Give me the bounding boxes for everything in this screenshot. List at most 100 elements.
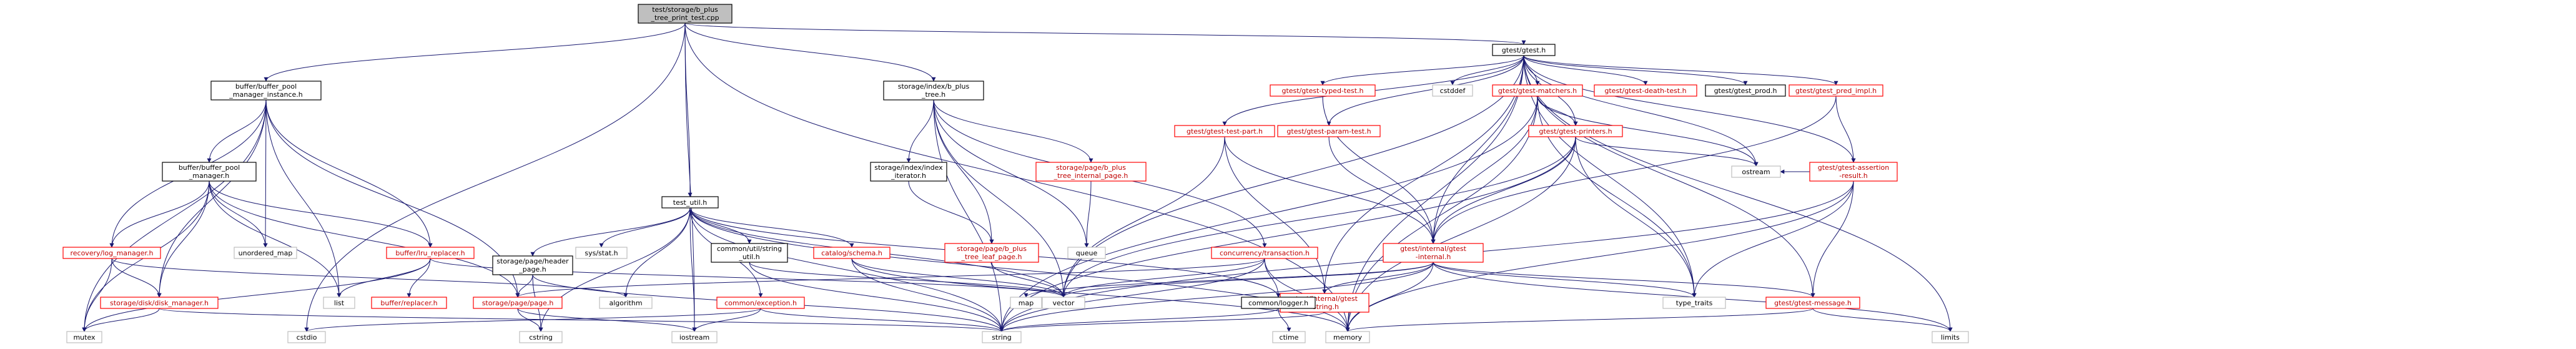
node-recovery[interactable]: recovery/log_manager.h	[62, 247, 161, 259]
include-edge	[760, 308, 1004, 332]
include-edge	[157, 99, 267, 298]
node-gdeath[interactable]: gtest/gtest-death-test.h	[1594, 84, 1697, 97]
include-edge	[1322, 55, 1524, 294]
include-edge	[1575, 136, 1759, 167]
node-list: list	[323, 297, 355, 309]
node-box	[1492, 44, 1556, 56]
node-sysstat: sys/stat.h	[575, 247, 628, 259]
node-ginternal[interactable]: gtest/internal/gtest-internal.h	[1383, 243, 1484, 263]
node-label: gtest/internal/gtest	[1400, 245, 1467, 253]
node-box	[162, 162, 257, 182]
include-edge	[1523, 55, 1815, 298]
include-edge	[689, 207, 854, 248]
node-indexiter[interactable]: storage/index/index_iterator.h	[870, 162, 947, 182]
node-gmessage[interactable]: gtest/gtest-message.h	[1765, 297, 1860, 309]
node-cstddef: cstddef	[1432, 84, 1473, 97]
include-edge	[1810, 180, 1854, 298]
node-label: common/util/string	[717, 245, 782, 253]
node-label: buffer/buffer_pool	[179, 164, 240, 172]
node-cstdio: cstdio	[287, 331, 326, 343]
node-label: list	[334, 299, 345, 307]
node-gtest[interactable]: gtest/gtest.h	[1492, 44, 1556, 56]
include-edge	[684, 22, 1526, 45]
include-edge	[304, 308, 761, 332]
include-edge	[209, 180, 520, 298]
node-bptip[interactable]: storage/page/b_plus_tree_internal_page.h	[1035, 162, 1147, 182]
include-edge	[1326, 55, 1524, 126]
node-gtp[interactable]: gtest/gtest-test-part.h	[1174, 125, 1275, 137]
node-gassert[interactable]: gtest/gtest-assertion-result.h	[1809, 162, 1898, 182]
node-schema[interactable]: catalog/schema.h	[813, 247, 891, 259]
node-box	[711, 243, 788, 263]
include-edge	[689, 207, 1350, 332]
node-label: test/storage/b_plus	[652, 6, 718, 14]
node-label: algorithm	[609, 299, 642, 307]
node-gmatch[interactable]: gtest/gtest-matchers.h	[1492, 84, 1583, 97]
node-txn[interactable]: concurrency/transaction.h	[1211, 247, 1318, 259]
node-label: _manager.h	[189, 172, 229, 180]
include-edge	[82, 258, 431, 332]
node-bptlp[interactable]: storage/page/b_plus_tree_leaf_page.h	[944, 243, 1039, 263]
node-label: buffer/lru_replacer.h	[395, 249, 465, 257]
include-edge	[1320, 55, 1524, 86]
node-ostream: ostream	[1731, 165, 1781, 178]
node-exception[interactable]: common/exception.h	[716, 297, 805, 309]
node-label: gtest/gtest_pred_impl.h	[1795, 87, 1877, 95]
include-edge	[749, 262, 1066, 298]
node-box	[1432, 84, 1473, 97]
node-box	[1042, 297, 1085, 309]
node-box	[1809, 162, 1898, 182]
node-box	[234, 247, 297, 259]
include-edge	[337, 258, 431, 298]
node-bpm[interactable]: buffer/buffer_pool_manager.h	[162, 162, 257, 182]
node-label: gtest/gtest-typed-test.h	[1281, 87, 1363, 95]
node-iostream: iostream	[671, 331, 718, 343]
node-label: gtest/gtest-assertion	[1818, 164, 1889, 172]
node-box	[1594, 84, 1697, 97]
node-lru[interactable]: buffer/lru_replacer.h	[386, 247, 475, 259]
node-gtt[interactable]: gtest/gtest-typed-test.h	[1270, 84, 1376, 97]
node-syspage[interactable]: storage/page/header_page.h	[492, 255, 573, 275]
node-bpt[interactable]: storage/index/b_plus_tree.h	[883, 81, 984, 101]
node-diskmgr[interactable]: storage/disk/disk_manager.h	[100, 297, 219, 309]
node-gpred[interactable]: gtest/gtest_pred_impl.h	[1789, 84, 1883, 97]
node-box	[1277, 125, 1381, 137]
include-edge	[1433, 262, 1697, 298]
node-box	[1705, 84, 1786, 97]
node-replacer[interactable]: buffer/replacer.h	[371, 297, 447, 309]
node-box	[671, 331, 718, 343]
node-root[interactable]: test/storage/b_plus_tree_print_test.cpp	[638, 4, 733, 24]
node-label: iostream	[679, 333, 709, 342]
include-edge	[692, 308, 761, 332]
node-page[interactable]: storage/page/page.h	[473, 297, 563, 309]
include-edge	[1345, 262, 1434, 332]
include-edge	[623, 207, 691, 298]
node-testutil[interactable]: test_util.h	[661, 196, 719, 209]
include-edge	[209, 180, 433, 248]
include-edge	[1278, 308, 1291, 332]
include-edge	[999, 136, 1576, 332]
include-edge	[1431, 55, 1524, 244]
include-edge	[1433, 262, 1815, 298]
include-edge	[407, 258, 431, 298]
include-edge	[689, 207, 752, 244]
node-gpt[interactable]: gtest/gtest-param-test.h	[1277, 125, 1381, 137]
node-label: limits	[1941, 333, 1960, 342]
node-strutil[interactable]: common/util/string_util.h	[711, 243, 788, 263]
include-edge	[689, 207, 1004, 332]
node-label: _tree_print_test.cpp	[650, 14, 719, 22]
include-edge	[1345, 136, 1576, 332]
node-bpim[interactable]: buffer/buffer_pool_manager_instance.h	[210, 81, 322, 101]
node-typetraits: type_traits	[1662, 297, 1726, 309]
include-edge	[1812, 308, 1953, 332]
include-edge	[908, 180, 994, 244]
node-label: buffer/buffer_pool	[235, 82, 297, 91]
include-edge	[1431, 96, 1837, 244]
include-edge	[1450, 55, 1524, 86]
node-gprinters[interactable]: gtest/gtest-printers.h	[1528, 125, 1623, 137]
node-box	[661, 196, 719, 209]
node-logger[interactable]: common/logger.h	[1241, 297, 1316, 309]
include-edge	[999, 262, 1434, 332]
node-gprod[interactable]: gtest/gtest_prod.h	[1705, 84, 1786, 97]
include-edge	[1061, 262, 1434, 298]
